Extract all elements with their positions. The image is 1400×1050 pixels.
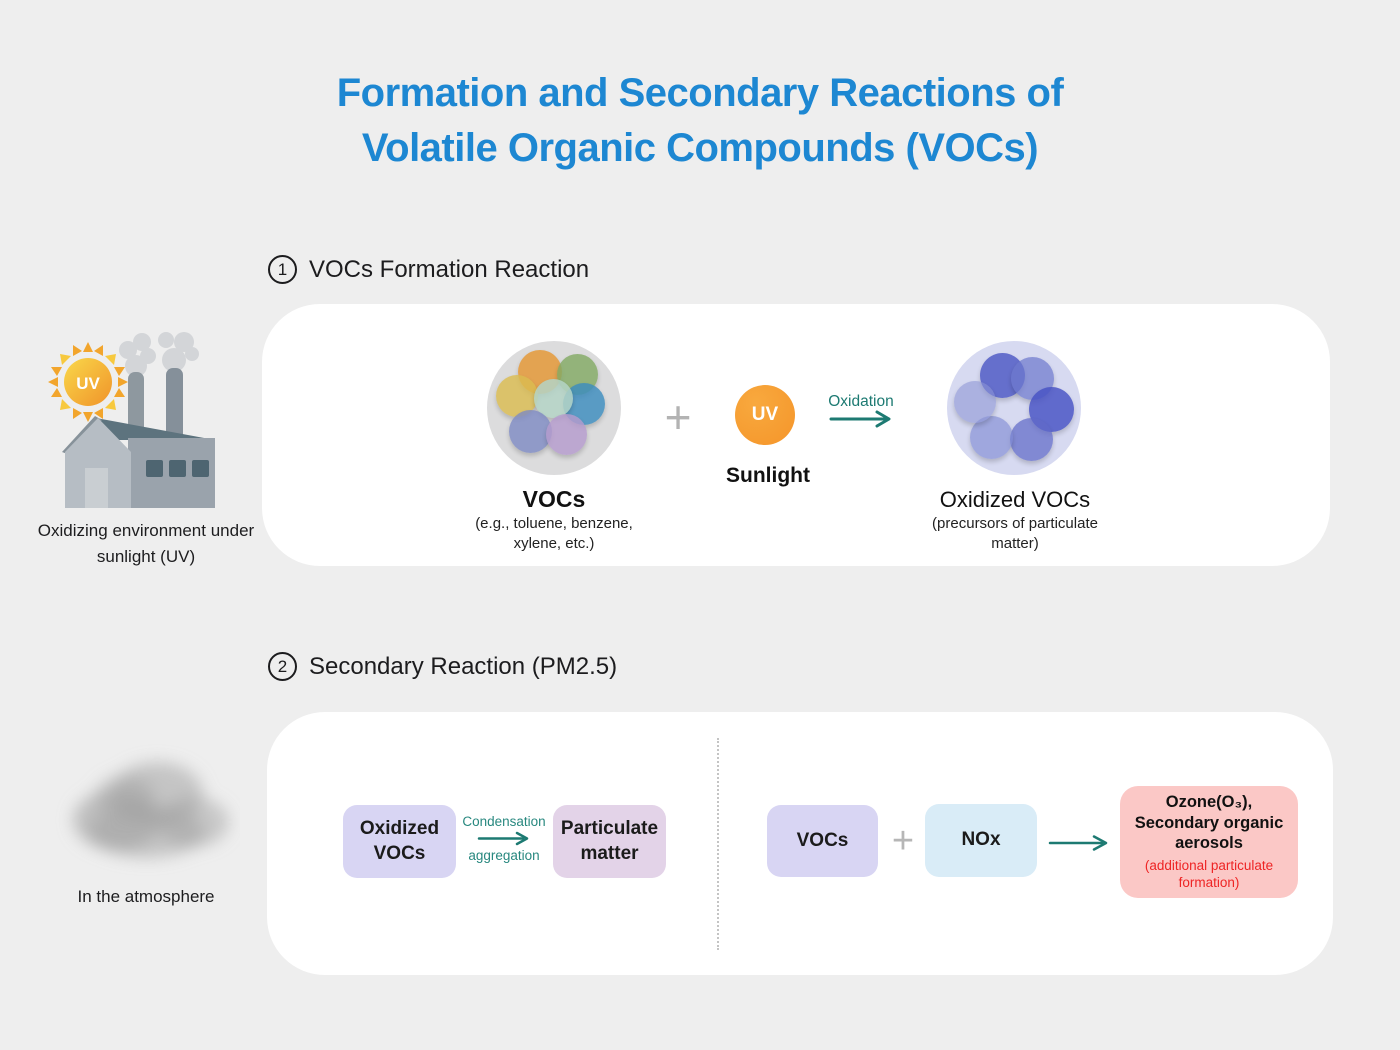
circled-number-1: 1 — [268, 255, 297, 284]
vocs-sublabel: (e.g., toluene, benzene, xylene, etc.) — [475, 515, 633, 553]
vocs-molecule-cluster-icon — [487, 341, 621, 475]
ozone-line1: Ozone(O₃), — [1165, 793, 1253, 812]
oxidized-vocs-cluster-icon — [947, 341, 1081, 475]
atmosphere-caption: In the atmosphere — [77, 887, 215, 906]
atmosphere-cloud-icon — [73, 762, 229, 858]
voc-dot-indigo — [509, 410, 552, 453]
voc-dot-purple — [546, 414, 587, 455]
reaction-arrow-icon — [1048, 835, 1108, 851]
condensation-label: Condensation — [462, 814, 546, 829]
card-divider — [717, 738, 719, 950]
circled-number-2: 2 — [268, 652, 297, 681]
factory-caption: Oxidizing environment under sunlight (UV… — [37, 521, 255, 566]
formation-card — [262, 304, 1330, 566]
oxidation-arrow-icon — [829, 410, 891, 428]
page-title: Formation and Secondary Reactions of Vol… — [0, 66, 1400, 176]
secondary-heading-label: Secondary Reaction (PM2.5) — [309, 652, 618, 680]
secondary-section-heading: 2 Secondary Reaction (PM2.5) — [268, 652, 617, 681]
oxidation-label: Oxidation — [828, 393, 894, 410]
svg-text:UV: UV — [76, 374, 100, 393]
oxid-dot-bottom-right — [1010, 418, 1053, 461]
plus-sign-secondary: + — [891, 820, 915, 862]
ozone-box-main-text: Ozone(O₃), Secondary organic aerosols — [1132, 792, 1286, 854]
condensation-arrow-group: Condensation aggregation — [458, 814, 550, 863]
page-title-line2: Volatile Organic Compounds (VOCs) — [361, 126, 1039, 171]
page-title-line1: Formation and Secondary Reactions of — [336, 71, 1064, 115]
nox-box: NOx — [925, 804, 1037, 877]
aggregation-label: aggregation — [468, 848, 540, 863]
uv-sun-icon: UV — [48, 342, 128, 422]
oxidized-vocs-box: Oxidized VOCs — [343, 805, 456, 878]
oxidized-vocs-sublabel: (precursors of particulate matter) — [932, 515, 1098, 553]
ozone-box-warning-text: (additional particulate formation) — [1144, 858, 1274, 890]
particulate-matter-box: Particulate matter — [553, 805, 666, 878]
sunlight-label: Sunlight — [726, 464, 810, 487]
formation-heading-label: VOCs Formation Reaction — [309, 255, 590, 283]
uv-circle-label: UV — [751, 404, 779, 425]
ozone-line2: Secondary organic aerosols — [1134, 813, 1284, 853]
vocs-label: VOCs — [522, 486, 586, 512]
vocs-box: VOCs — [767, 805, 878, 877]
plus-sign-formation: + — [664, 391, 692, 443]
oxid-dot-left — [954, 381, 996, 423]
uv-sun-circle-icon: UV — [735, 385, 795, 445]
oxidized-vocs-label: Oxidized VOCs — [939, 487, 1091, 512]
oxid-dot-bottom-left — [970, 416, 1013, 459]
ozone-aerosols-box: Ozone(O₃), Secondary organic aerosols (a… — [1120, 786, 1298, 898]
formation-section-heading: 1 VOCs Formation Reaction — [268, 255, 589, 284]
factory-icon — [62, 332, 215, 508]
condensation-arrow-icon — [477, 831, 529, 846]
